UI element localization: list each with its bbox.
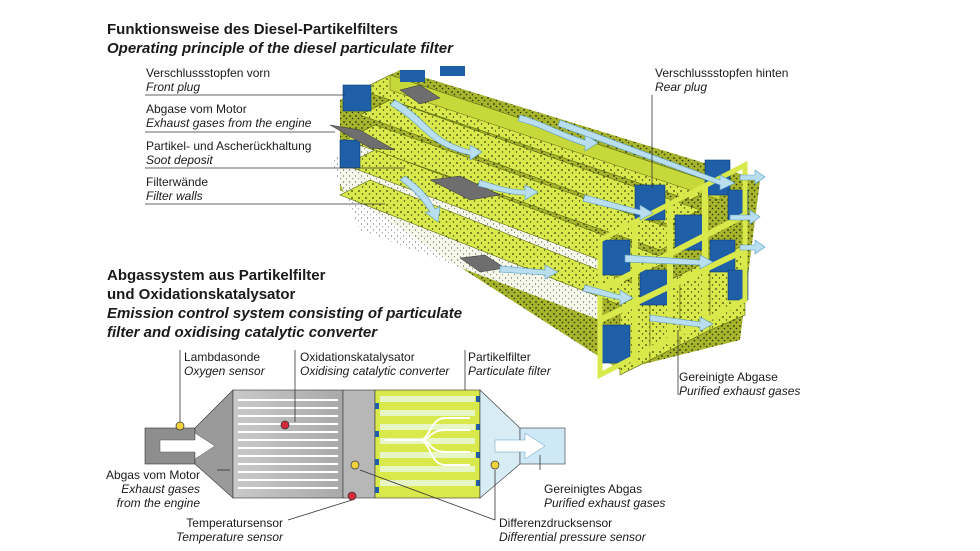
system-title-en-2: filter and oxidising catalytic converter bbox=[107, 324, 378, 341]
label-front-plug: Verschlussstopfen vorn Front plug bbox=[146, 66, 271, 94]
dp-sensor-outlet-dot bbox=[490, 460, 500, 470]
page-title: Funktionsweise des Diesel-Partikelfilter… bbox=[107, 21, 398, 38]
label-exhaust-in: Abgase vom Motor Exhaust gases from the … bbox=[146, 102, 312, 130]
system-title-de-2: und Oxidationskatalysator bbox=[107, 286, 296, 303]
label-differential-pressure-sensor: Differenzdrucksensor Differential pressu… bbox=[499, 516, 646, 544]
temp-sensor-upper-dot bbox=[280, 420, 290, 430]
system-title-en-1: Emission control system consisting of pa… bbox=[107, 305, 463, 322]
label-oxygen-sensor: Lambdasonde Oxygen sensor bbox=[184, 350, 265, 378]
oxygen-sensor-dot bbox=[175, 421, 185, 431]
label-purified-upper: Gereinigte Abgase Purified exhaust gases bbox=[679, 370, 801, 398]
label-exhaust-from-engine: Abgas vom Motor Exhaust gases from the e… bbox=[105, 468, 200, 510]
temp-sensor-lower-dot bbox=[347, 491, 357, 501]
label-purified-lower: Gereinigtes Abgas Purified exhaust gases bbox=[544, 482, 666, 510]
leader-lines-lower bbox=[179, 350, 541, 521]
label-filter-walls: Filterwände Filter walls bbox=[146, 175, 209, 203]
leader-lines-upper bbox=[145, 94, 679, 395]
filter-block-3d bbox=[329, 66, 766, 380]
exhaust-system bbox=[144, 389, 566, 501]
label-oxicat: Oxidationskatalysator Oxidising catalyti… bbox=[300, 350, 450, 378]
dp-sensor-inlet-dot bbox=[350, 460, 360, 470]
label-particulate-filter: Partikelfilter Particulate filter bbox=[468, 350, 551, 378]
page-subtitle: Operating principle of the diesel partic… bbox=[107, 40, 453, 57]
label-temperature-sensor: Temperatursensor Temperature sensor bbox=[176, 516, 283, 544]
label-soot-deposit: Partikel- und Ascherückhaltung Soot depo… bbox=[146, 139, 312, 167]
system-title-de-1: Abgassystem aus Partikelfilter bbox=[107, 267, 326, 284]
label-rear-plug: Verschlussstopfen hinten Rear plug bbox=[655, 66, 789, 94]
